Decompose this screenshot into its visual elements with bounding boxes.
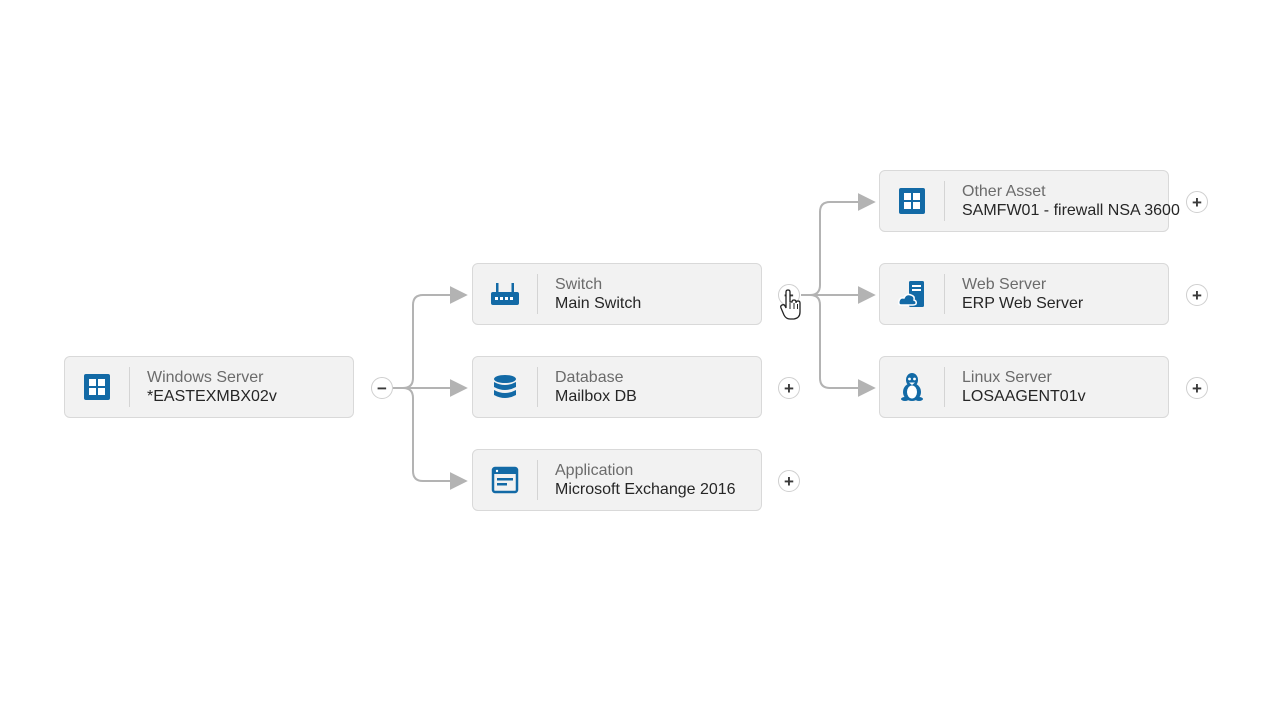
- node-label: Microsoft Exchange 2016: [555, 481, 736, 498]
- node-divider: [537, 460, 538, 500]
- node-type: Switch: [555, 276, 603, 293]
- node-other-asset[interactable]: Other Asset SAMFW01 - firewall NSA 3600: [879, 170, 1180, 232]
- expand-button-other-asset[interactable]: +: [1186, 191, 1208, 213]
- node-divider: [537, 367, 538, 407]
- node-windows-server[interactable]: Windows Server *EASTEXMBX02v: [64, 356, 354, 418]
- expand-button-application[interactable]: +: [778, 470, 800, 492]
- node-linux-server[interactable]: Linux Server LOSAAGENT01v: [879, 356, 1169, 418]
- node-divider: [537, 274, 538, 314]
- connector-switch-other: [801, 193, 876, 296]
- node-type: Other Asset: [962, 183, 1046, 200]
- web-server-icon: [880, 264, 944, 324]
- connector-switch-linux: [801, 294, 876, 397]
- node-label: Main Switch: [555, 295, 642, 312]
- node-divider: [129, 367, 130, 407]
- connector-windows-switch: [393, 286, 468, 389]
- expand-button-database[interactable]: +: [778, 377, 800, 399]
- linux-icon: [880, 357, 944, 417]
- grid-icon: [65, 357, 129, 417]
- node-label: *EASTEXMBX02v: [147, 388, 277, 405]
- connector-windows-application: [393, 387, 468, 490]
- node-database[interactable]: Database Mailbox DB: [472, 356, 762, 418]
- expand-button-web-server[interactable]: +: [1186, 284, 1208, 306]
- node-web-server[interactable]: Web Server ERP Web Server: [879, 263, 1169, 325]
- node-divider: [944, 367, 945, 407]
- node-type: Linux Server: [962, 369, 1052, 386]
- node-switch[interactable]: Switch Main Switch: [472, 263, 762, 325]
- grid-icon: [880, 171, 944, 231]
- node-divider: [944, 274, 945, 314]
- node-type: Database: [555, 369, 624, 386]
- node-type: Windows Server: [147, 369, 264, 386]
- node-type: Web Server: [962, 276, 1047, 293]
- node-label: Mailbox DB: [555, 388, 637, 405]
- node-type: Application: [555, 462, 634, 479]
- node-label: LOSAAGENT01v: [962, 388, 1086, 405]
- database-icon: [473, 357, 537, 417]
- expand-button-linux-server[interactable]: +: [1186, 377, 1208, 399]
- collapse-button-windows-server[interactable]: −: [371, 377, 393, 399]
- node-application[interactable]: Application Microsoft Exchange 2016: [472, 449, 762, 511]
- application-icon: [473, 450, 537, 510]
- switch-icon: [473, 264, 537, 324]
- node-divider: [944, 181, 945, 221]
- node-label: ERP Web Server: [962, 295, 1084, 312]
- node-label: SAMFW01 - firewall NSA 3600: [962, 202, 1180, 219]
- collapse-button-switch[interactable]: −: [778, 284, 800, 306]
